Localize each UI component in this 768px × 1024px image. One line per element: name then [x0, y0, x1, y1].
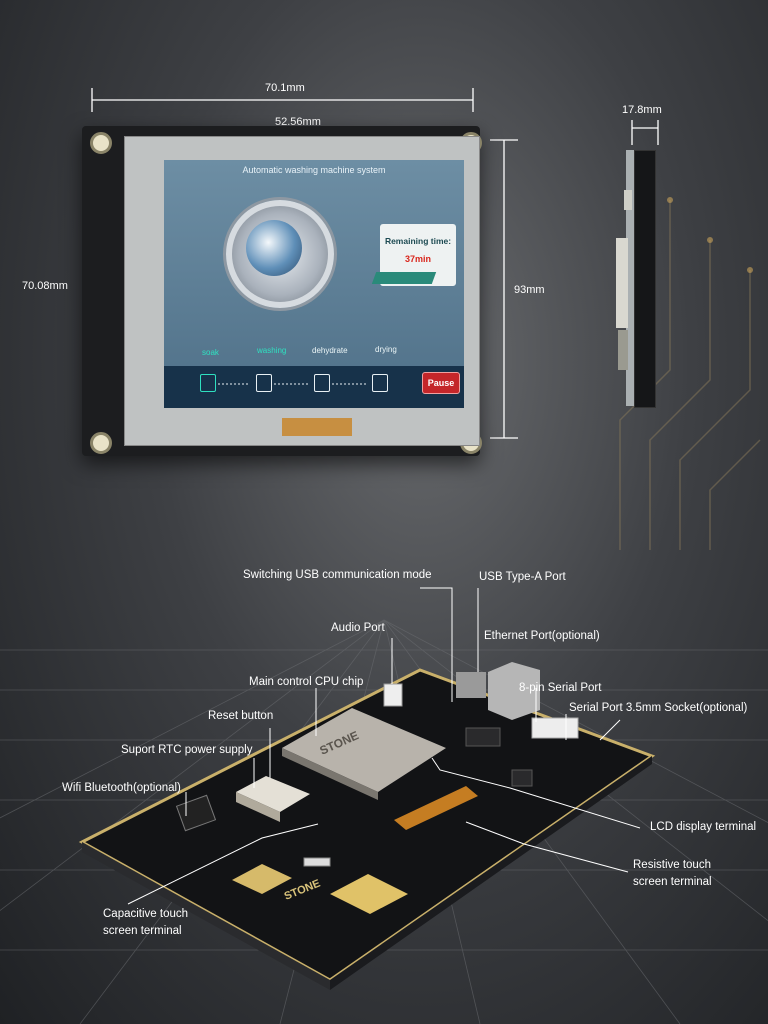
washing-icon	[256, 374, 272, 392]
dim-thickness: 17.8mm	[622, 104, 662, 116]
flex-cable	[282, 418, 352, 436]
lcd-screen: Automatic washing machine system Remaini…	[164, 160, 464, 408]
dim-height-right: 93mm	[514, 284, 545, 296]
callout-cpu: Main control CPU chip	[249, 676, 364, 688]
callout-capacitive-1: Capacitive touch	[103, 908, 189, 920]
progress-bar: Pause	[164, 366, 464, 408]
callout-serial8: 8-pin Serial Port	[519, 682, 602, 694]
callout-resistive-1: Resistive touch	[633, 859, 711, 871]
dim-height-left: 70.08mm	[22, 280, 68, 292]
dim-width-outer: 70.1mm	[265, 82, 305, 94]
pause-button[interactable]: Pause	[422, 372, 460, 394]
step-soak: soak	[202, 348, 219, 357]
screen-title: Automatic washing machine system	[242, 165, 386, 175]
remaining-time-value: 37min	[404, 254, 431, 264]
soak-icon	[200, 374, 216, 392]
callout-serial35: Serial Port 3.5mm Socket(optional)	[569, 702, 748, 714]
callout-lcd: LCD display terminal	[650, 821, 757, 833]
display-module: Automatic washing machine system Remaini…	[82, 126, 482, 456]
mount-hole	[90, 132, 112, 154]
pcb-board: STONE STONE	[78, 587, 656, 990]
callout-usb-a: USB Type-A Port	[479, 571, 566, 583]
mount-hole	[90, 432, 112, 454]
callout-reset: Reset button	[208, 710, 274, 722]
remaining-time-card: Remaining time: 37min	[371, 224, 456, 286]
drying-icon	[372, 374, 388, 392]
callout-ethernet: Ethernet Port(optional)	[484, 630, 600, 642]
dehydrate-icon	[314, 374, 330, 392]
callout-capacitive-2: screen terminal	[103, 925, 182, 937]
callout-rtc: Suport RTC power supply	[121, 744, 253, 756]
callout-resistive-2: screen terminal	[633, 876, 712, 888]
dim-width-screen: 52.56mm	[275, 116, 321, 128]
step-washing: washing	[257, 346, 287, 355]
callout-audio: Audio Port	[331, 622, 385, 634]
callout-usb-mode: Switching USB communication mode	[243, 569, 432, 581]
remaining-time-label: Remaining time:	[384, 236, 452, 246]
side-profile	[612, 150, 660, 408]
step-dehydrate: dehydrate	[312, 346, 348, 355]
callout-wifi: Wifi Bluetooth(optional)	[62, 782, 181, 794]
washer-drum-image	[226, 200, 334, 308]
step-drying: drying	[375, 345, 397, 354]
